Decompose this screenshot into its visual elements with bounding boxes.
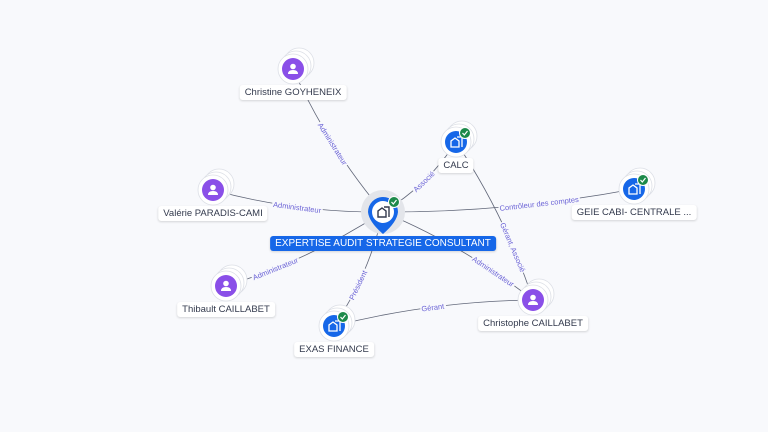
person-icon [288,63,298,74]
node-label[interactable]: Christophe CAILLABET [478,316,588,331]
node-exas[interactable] [318,304,356,342]
edge-label: Gérant [421,302,446,314]
edge-label: Président [347,268,369,301]
node-label[interactable]: Thibault CAILLABET [177,302,275,317]
node-label[interactable]: Valérie PARADIS-CAMI [158,206,268,221]
edge-label: Administrateur [471,254,517,289]
node-label[interactable]: Christine GOYHENEIX [239,85,347,100]
node-valerie[interactable] [197,168,235,206]
node-center[interactable] [361,190,405,234]
node-christine[interactable] [277,47,315,85]
node-label[interactable]: CALC [438,158,474,173]
node-label[interactable]: EXPERTISE AUDIT STRATEGIE CONSULTANT [270,236,496,251]
node-geie[interactable] [618,167,656,205]
person-icon [528,294,538,305]
node-label[interactable]: GEIE CABI- CENTRALE ... [571,205,697,220]
verified-check-icon [459,127,471,139]
node-label[interactable]: EXAS FINANCE [294,342,374,357]
node-christophe[interactable] [517,278,555,316]
edge-label: Associé [411,169,436,194]
verified-check-icon [388,196,400,208]
edge-label: Contrôleur des comptes [499,195,579,213]
edge-label: Gérant, Associé [498,221,527,273]
verified-check-icon [637,174,649,186]
person-icon [221,280,231,291]
verified-check-icon [337,311,349,323]
node-calc[interactable] [440,120,478,158]
edge-label: Administrateur [316,121,350,167]
edge-label: Administrateur [251,255,300,282]
edge-label: Administrateur [273,200,323,215]
building-icon [377,206,390,218]
node-thibault[interactable] [210,264,248,302]
person-icon [208,184,218,195]
